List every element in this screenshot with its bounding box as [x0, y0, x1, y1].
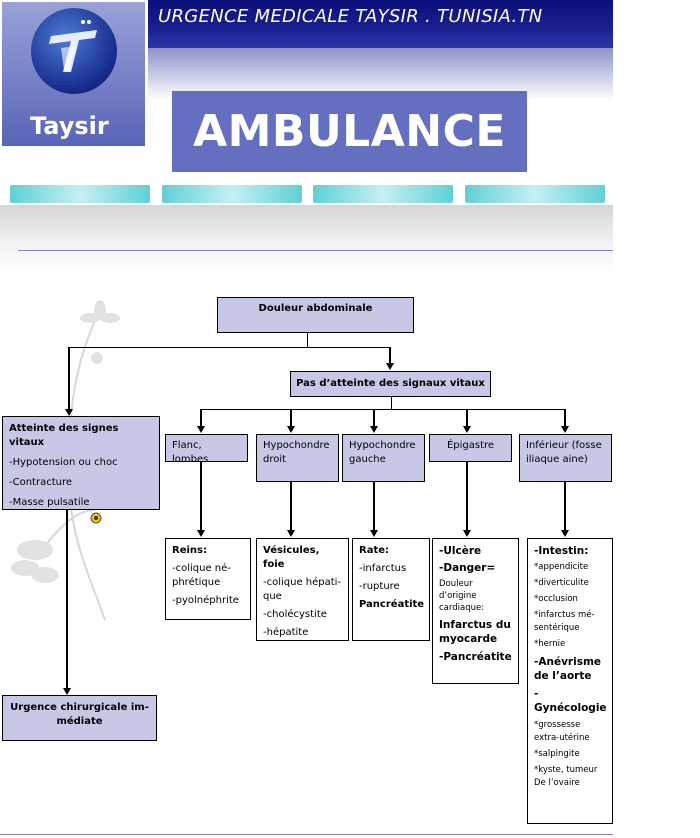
nav-tab-4[interactable] — [465, 185, 605, 203]
detail-title: -Intestin: — [534, 545, 589, 557]
arrow-head — [63, 688, 71, 695]
no-vital-label: Pas d’atteinte des signaux vitaux — [296, 378, 485, 389]
region-label: Épigastre — [446, 440, 495, 451]
detail-item: -Danger= — [439, 562, 496, 574]
connector-line — [66, 509, 68, 688]
detail-item: -Anévrisme de l’aorte — [534, 656, 602, 682]
detail-item: -Pancréatite — [439, 651, 512, 663]
connector-line — [290, 409, 292, 426]
connector-line — [564, 481, 566, 530]
detail-item: *hernie — [534, 639, 566, 649]
region-label: Flanc, lombes — [172, 440, 209, 465]
connector-line — [290, 481, 292, 530]
arrow-head — [463, 426, 471, 433]
arrow-head — [463, 530, 471, 537]
region-node: Flanc, lombes — [165, 434, 248, 465]
connector-line — [68, 347, 70, 409]
detail-rate: Rate: -infarctus -rupture Pancréatite — [352, 538, 430, 641]
vital-title: Atteinte des signes vitaux — [9, 423, 119, 448]
detail-item: *kyste, tumeur — [534, 765, 598, 775]
region-node: Inférieur (fosse iliaque aine) — [519, 434, 612, 482]
detail-item: -colique né-phrétique — [172, 563, 231, 588]
region-label: Hypochondre gauche — [349, 440, 416, 465]
nav-tab-1[interactable] — [10, 185, 150, 203]
arrow-head — [197, 530, 205, 537]
arrow-head — [370, 426, 378, 433]
region-node: Épigastre — [429, 434, 512, 462]
vital-item: -Contracture — [9, 477, 73, 488]
detail-item: *diverticulite — [534, 578, 589, 588]
vital-item: -Masse pulsatile — [9, 497, 90, 508]
detail-item: -rupture — [359, 581, 400, 592]
region-node: Hypochondre droit — [256, 434, 339, 482]
connector-line — [200, 409, 202, 426]
arrow-head — [287, 426, 295, 433]
divider-line — [18, 250, 613, 251]
detail-item: -cholécystite — [263, 609, 327, 620]
footer-divider — [0, 834, 613, 835]
arrow-head — [561, 530, 569, 537]
connector-line — [389, 347, 391, 363]
detail-item: *occlusion — [534, 594, 578, 604]
detail-item: -Gynécologie — [534, 688, 607, 714]
header-bar — [148, 0, 613, 48]
connector-line — [307, 333, 308, 347]
arrow-head — [370, 530, 378, 537]
detail-reins: Reins: -colique né-phrétique -pyolnéphri… — [165, 538, 251, 620]
urgent-label: Urgence chirurgicale im-médiate — [10, 702, 149, 727]
urgent-node: Urgence chirurgicale im-médiate — [2, 695, 157, 741]
banner-title: AMBULANCE — [193, 106, 506, 157]
detail-title: Vésicules, foie — [263, 545, 320, 570]
detail-epigastre: -Ulcère -Danger= Douleur d’origine cardi… — [432, 538, 519, 684]
detail-item: *grossesse extra-utérine — [534, 720, 590, 743]
region-label: Inférieur (fosse iliaque aine) — [526, 440, 602, 465]
detail-item: *infarctus mé-sentérique — [534, 610, 595, 633]
logo-emblem-icon — [31, 8, 117, 94]
detail-item: -hépatite — [263, 627, 309, 638]
arrow-head — [197, 426, 205, 433]
region-node: Hypochondre gauche — [342, 434, 425, 482]
root-label: Douleur abdominale — [258, 303, 373, 314]
logo-text: Taysir — [30, 112, 109, 140]
detail-title: -Ulcère — [439, 545, 482, 557]
nav-tab-2[interactable] — [162, 185, 302, 203]
connector-line — [564, 409, 566, 426]
site-title[interactable]: URGENCE MEDICALE TAYSIR . TUNISIA.TN — [158, 6, 543, 27]
region-label: Hypochondre droit — [263, 440, 330, 465]
detail-title: Reins: — [172, 545, 207, 556]
vital-item: -Hypotension ou choc — [9, 457, 118, 468]
detail-item: Pancréatite — [359, 599, 425, 610]
connector-line — [466, 461, 468, 530]
detail-vesicules: Vésicules, foie -colique hépati-que -cho… — [256, 538, 349, 641]
detail-note: Douleur d’origine cardiaque: — [439, 579, 485, 613]
connector-line — [201, 409, 566, 410]
root-node: Douleur abdominale — [217, 297, 414, 333]
connector-line — [69, 347, 391, 348]
detail-intestin: -Intestin: *appendicite *diverticulite *… — [527, 538, 613, 824]
arrow-head — [287, 530, 295, 537]
arrow-head — [386, 363, 394, 370]
no-vital-node: Pas d’atteinte des signaux vitaux — [290, 371, 491, 397]
connector-line — [466, 409, 468, 426]
gray-panel — [0, 205, 613, 275]
detail-item: -infarctus — [359, 563, 407, 574]
banner — [172, 91, 527, 172]
detail-item: *appendicite — [534, 562, 589, 572]
connector-line — [373, 409, 375, 426]
detail-item: *salpingite — [534, 749, 580, 759]
detail-item: De l’ovaire — [534, 778, 580, 788]
connector-line — [373, 481, 375, 530]
vital-signs-node: Atteinte des signes vitaux -Hypotension … — [2, 416, 160, 510]
arrow-head — [65, 409, 73, 416]
arrow-head — [561, 426, 569, 433]
detail-title: Rate: — [359, 545, 390, 556]
detail-item: -colique hépati-que — [263, 577, 342, 602]
nav-tab-3[interactable] — [313, 185, 453, 203]
connector-line — [391, 396, 392, 409]
connector-line — [200, 461, 202, 530]
detail-item: -pyolnéphrite — [172, 595, 239, 606]
detail-item: Infarctus du myocarde — [439, 619, 511, 645]
